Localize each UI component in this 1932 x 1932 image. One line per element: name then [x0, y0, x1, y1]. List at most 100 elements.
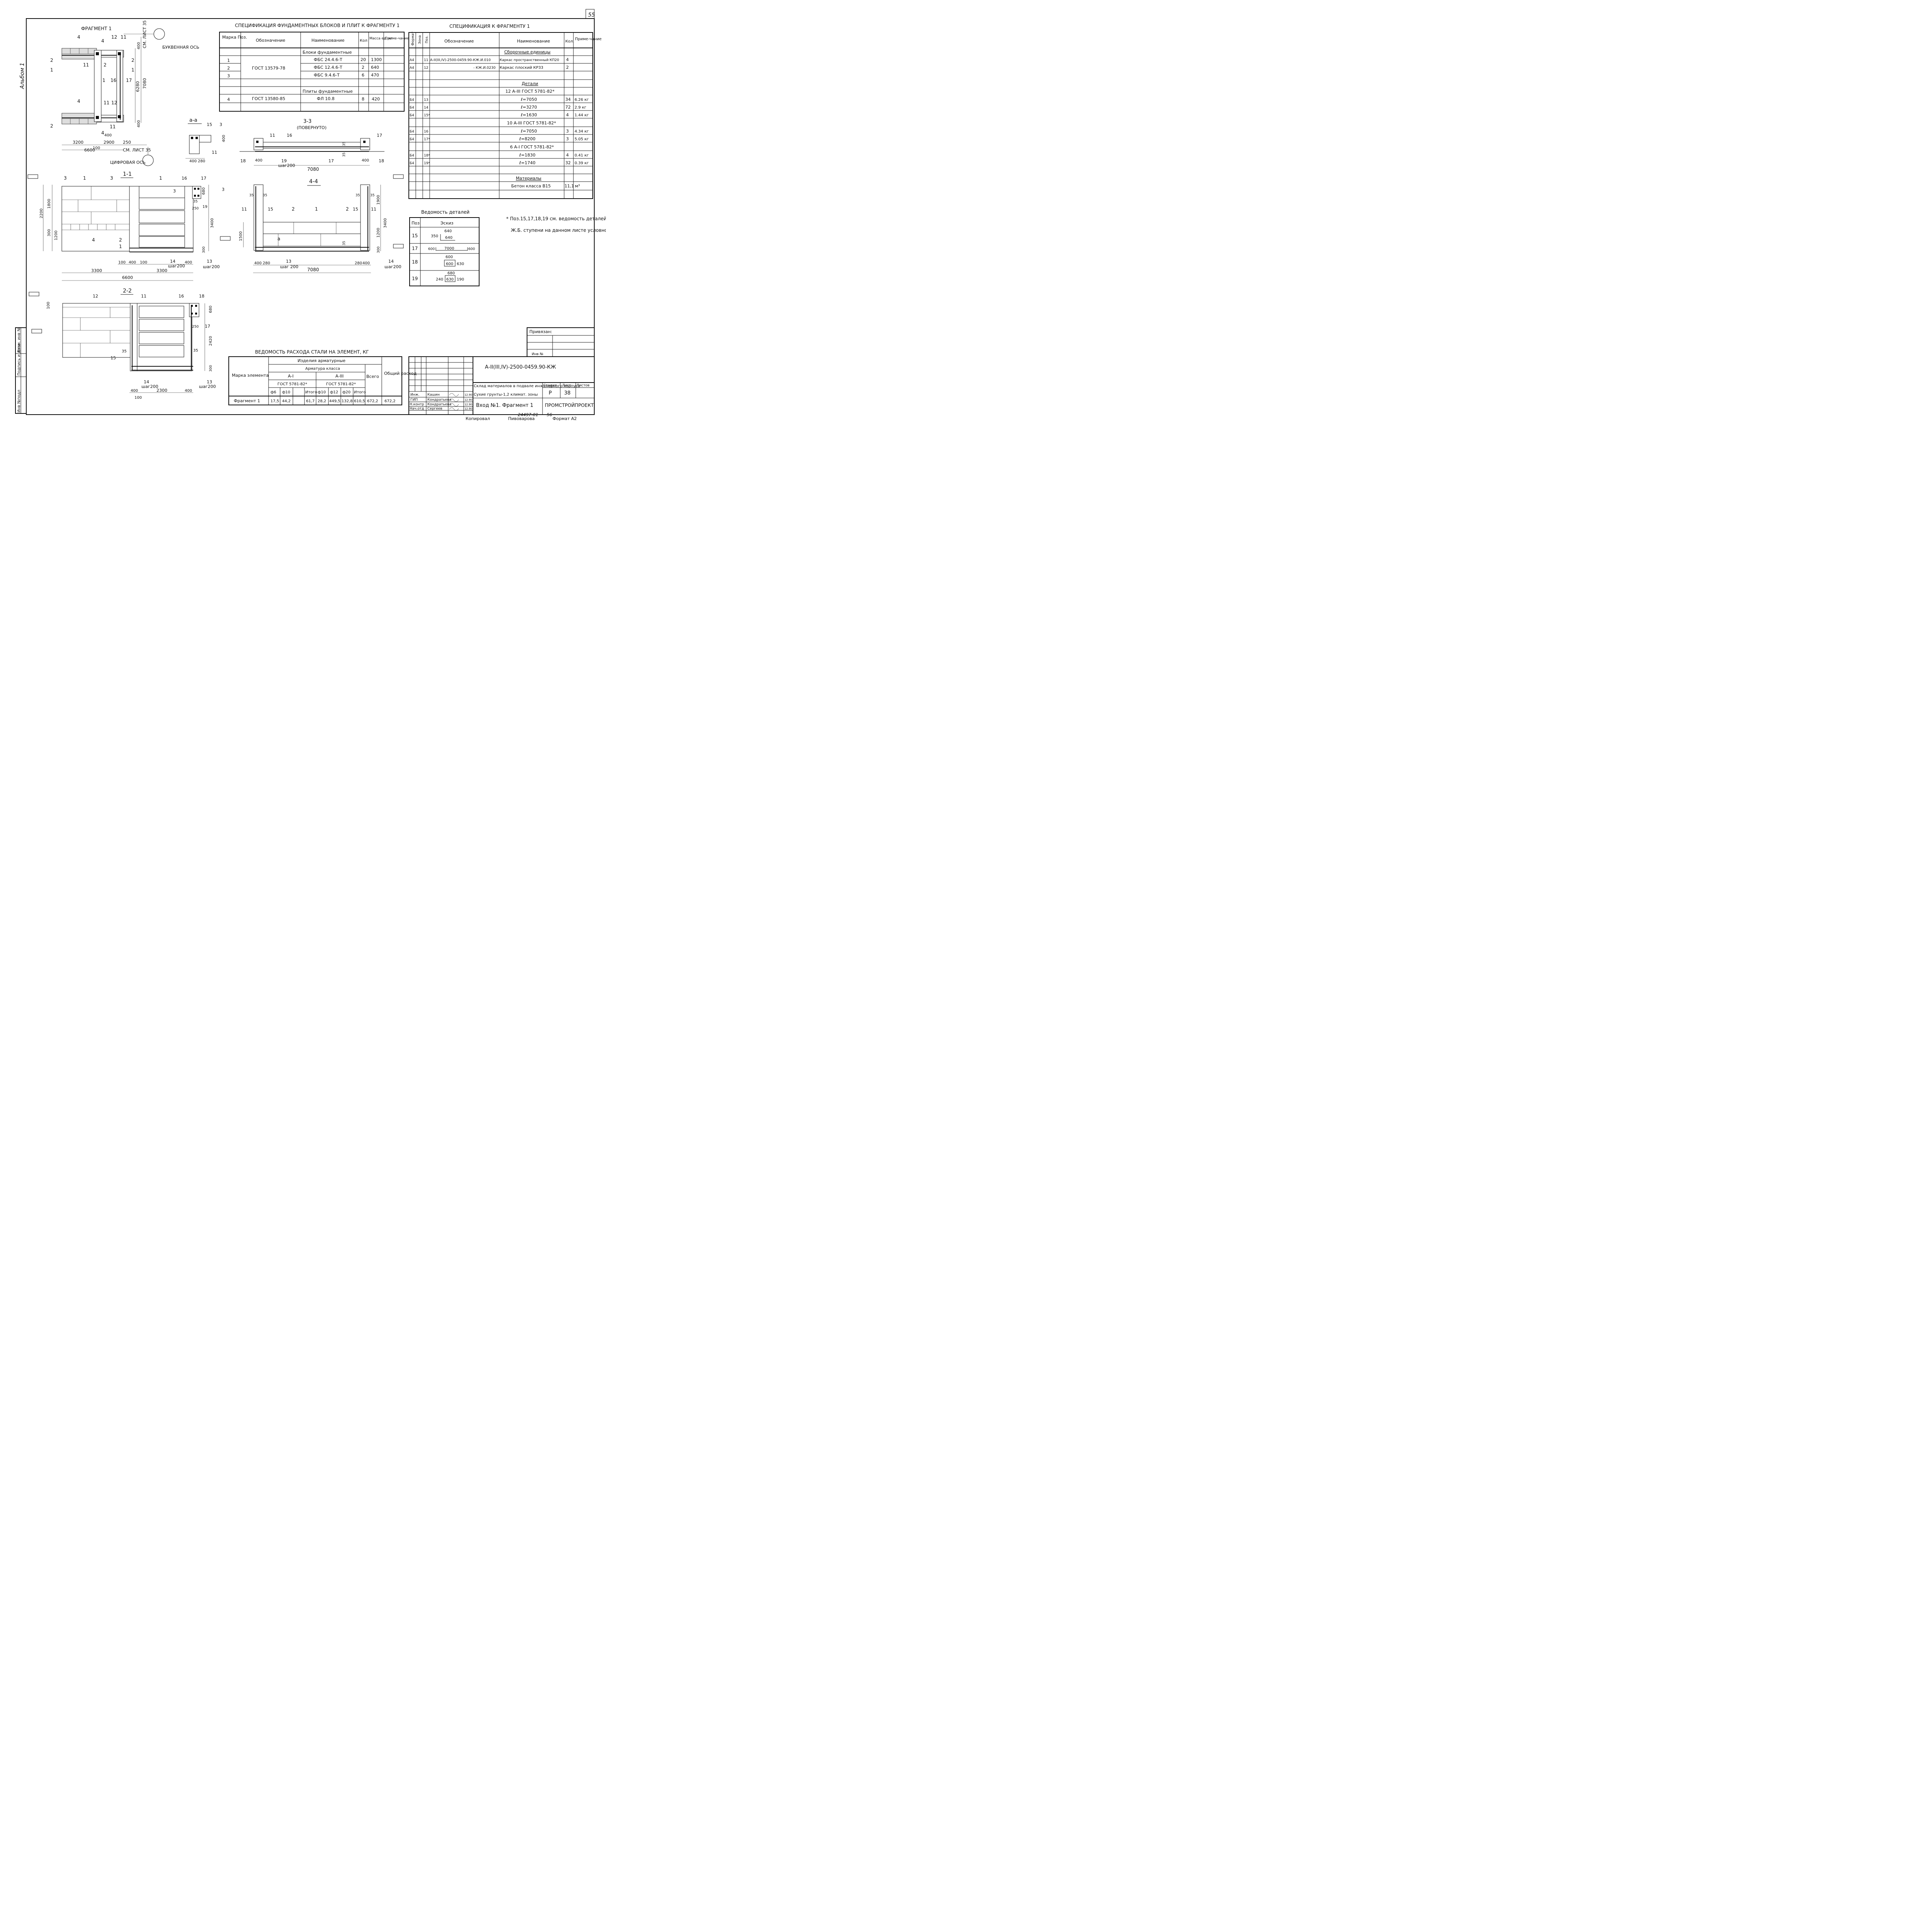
- ds-r1-a: 640: [444, 229, 452, 233]
- mark-12b: 12: [111, 100, 117, 105]
- sf-rows: [409, 55, 593, 190]
- s44-dim-400a: 400: [254, 261, 262, 265]
- s44-dim-300: 300: [377, 247, 381, 253]
- sf-steel2: 10 А-III ГОСТ 5781-82*: [507, 121, 556, 126]
- mark-11c: 11: [104, 100, 109, 105]
- sb-group1: Блоки фундаментные: [303, 50, 352, 55]
- st-sum: 672,2: [384, 399, 396, 403]
- sb-r1-qty: 20: [361, 57, 366, 62]
- fragment1-title: ФРАГМЕНТ 1: [81, 26, 112, 31]
- dim-400-top: 400: [137, 42, 141, 49]
- s33-mark-19: 19: [281, 158, 287, 163]
- st-h-products: Изделия арматурные: [298, 358, 345, 363]
- sheet-frame: [26, 18, 595, 415]
- st-row-name: Фрагмент 1: [234, 398, 260, 403]
- s11-dim-100b: 100: [140, 260, 147, 265]
- sb-r1-pos: 1: [227, 58, 230, 63]
- s33-mark-17a: 17: [328, 158, 334, 163]
- s44-mark-11a: 11: [242, 207, 247, 212]
- dim-6600: 6600: [84, 148, 95, 153]
- s44-mark-a: а: [277, 236, 280, 242]
- sf-d5-fmt: Б4: [410, 138, 414, 141]
- side-stamp-inv: Инв №подл: [17, 390, 21, 413]
- mark-11b: 11: [83, 62, 89, 68]
- sf-d2-fmt: Б4: [410, 106, 414, 110]
- section-33-title: 3-3: [303, 119, 311, 124]
- sf-h-fmt: Формат: [411, 31, 415, 46]
- s44-mark-1: 1: [315, 206, 318, 212]
- sb-r2-name: ФБС 12.4.6-Т: [314, 65, 342, 70]
- st-v1: 44,2: [282, 399, 291, 403]
- sf-assemblies-heading: Сборочные единицы: [504, 49, 551, 54]
- sf-h-qty: Кол.: [565, 39, 574, 44]
- ds-r2-pos: 17: [412, 246, 418, 251]
- s33-mark-11: 11: [270, 133, 275, 138]
- tb-drawing: Вход №1. Фрагмент 1: [476, 403, 533, 408]
- signature-4: [449, 407, 459, 411]
- tb-sheets-label: Листов: [577, 384, 590, 388]
- s33-mark-17b: 17: [377, 133, 382, 138]
- s22-dim-400b: 400: [185, 389, 192, 393]
- drawing-sheet: 55 Альбом 1 Инв №подл Подпись и дата Вза…: [15, 9, 606, 421]
- st-v3: 61,7: [306, 399, 315, 403]
- sf-d1-name: ℓ=7050: [520, 97, 537, 102]
- sf-d7-qty: 32: [565, 160, 571, 165]
- sf-d7-note: 0.39 кг: [575, 161, 589, 165]
- ds-r2-c: 600: [468, 247, 475, 251]
- s11-step2: шаг200: [203, 264, 220, 269]
- s44-dim-1500: 1500: [239, 231, 243, 241]
- sf-d2-pos: 14: [424, 106, 429, 110]
- fragment1-plan: ФРАГМЕНТ 1 БУКВЕННАЯ ОСЬ ЦИФРОВАЯ ОСЬ СМ…: [50, 20, 199, 166]
- s22-mark-15: 15: [111, 355, 116, 361]
- s44-dim-3400: 3400: [383, 218, 388, 228]
- st-h-aiii: А-III: [335, 374, 344, 379]
- sb-h-note: Приме-чание: [385, 37, 409, 41]
- tb-org: ПРОМСТРОЙПРОЕКТ: [545, 402, 594, 408]
- sf-d7-name: ℓ=1740: [519, 160, 536, 165]
- ds-r2-b: 7000: [444, 247, 454, 251]
- sb-r4-pos: 4: [227, 97, 230, 102]
- s11-mark-4: 4: [92, 237, 95, 243]
- letter-axis-label: БУКВЕННАЯ ОСЬ: [162, 45, 199, 50]
- sb-r3-qty: 6: [362, 73, 364, 78]
- sf-h-name: Наименование: [517, 39, 550, 44]
- sf-d2-name: ℓ=3270: [520, 105, 537, 110]
- tb-r1-name: Кашин: [427, 393, 440, 397]
- st-h-sum: Общий расход: [384, 371, 417, 376]
- footer-num: 56: [547, 412, 552, 417]
- side-stamp: Инв №подл Подпись и дата Взам. инв №: [15, 327, 27, 414]
- dim-400-bottom: 400: [137, 120, 141, 128]
- sf-a1-doc: А-II(III,IV)-2500-0459.90-КЖ.И.010: [430, 58, 491, 62]
- sf-material-qty: 11,1: [565, 184, 574, 189]
- section-22: 2-2 12 11 16 18 17 15 14 13 100 680 250 …: [29, 288, 216, 400]
- sf-d2-qty: 72: [565, 105, 571, 110]
- s11-mark-1b: 1: [159, 175, 162, 181]
- sf-material-unit: м³: [575, 184, 580, 189]
- st-h-class: Арматура класса: [305, 367, 340, 371]
- s33-dim-7080: 7080: [307, 167, 319, 172]
- s33-dim-400b: 400: [362, 158, 369, 163]
- mark-2a: 2: [104, 62, 107, 68]
- sf-d6-note: 0.41 кг: [575, 153, 589, 158]
- st-c5: ф12: [330, 390, 338, 395]
- ds-r3-pos: 18: [412, 259, 418, 265]
- sb-r3-mass: 470: [371, 73, 379, 78]
- s11-dim-400b: 400: [185, 260, 192, 265]
- st-h-ai: А-I: [288, 374, 294, 379]
- s11-dim-2200: 2200: [39, 209, 44, 218]
- page-number: 55: [588, 12, 595, 18]
- s11-mark-19: 19: [202, 205, 207, 209]
- sf-h-pos: Поз.: [425, 36, 429, 43]
- s44-mark-14: 14: [388, 259, 394, 264]
- s11-dim-3300b: 3300: [156, 268, 167, 273]
- footer-archive: 24497-01: [518, 412, 538, 417]
- ds-r3-a: 600: [446, 255, 453, 259]
- s22-mark-13: 13: [207, 379, 212, 384]
- footer-name: Пивоварова: [508, 416, 535, 421]
- st-total: 672,2: [367, 399, 378, 403]
- dim-3200: 3200: [73, 140, 83, 145]
- aa-dim-400: 400: [189, 159, 197, 163]
- sf-steel3: 6 А-I ГОСТ 5781-82*: [510, 145, 554, 150]
- s44-dim-35c: 35: [355, 194, 360, 197]
- side-stamp-replace: Взам. инв №: [17, 327, 21, 352]
